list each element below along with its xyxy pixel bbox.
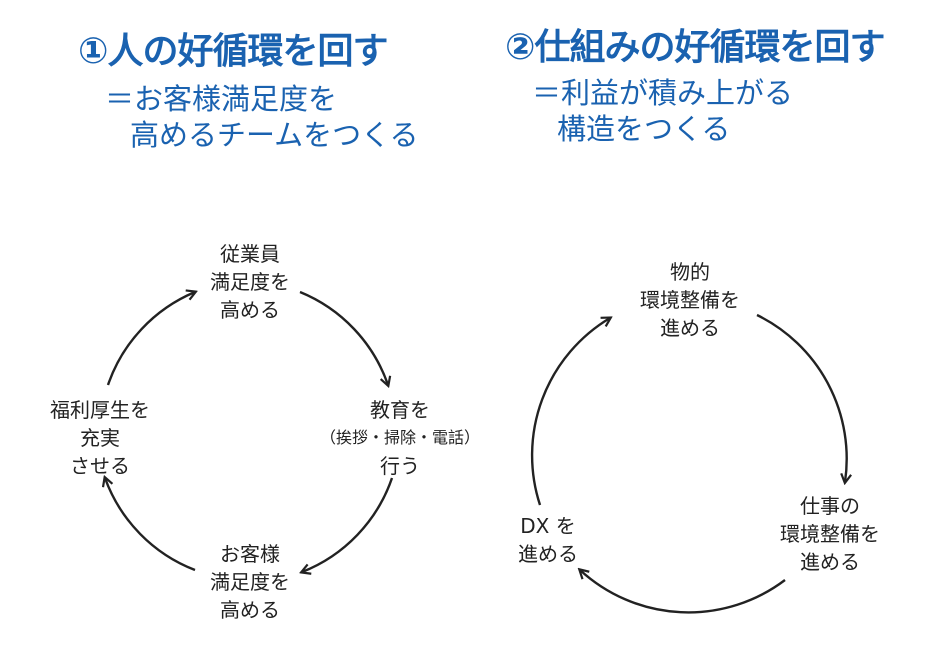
node-welfare: 福利厚生を充実させる [50, 398, 150, 478]
node-physical-environment: 物的環境整備を進める [640, 260, 740, 340]
left-arrow-bottom-left [105, 478, 196, 572]
right-arrow-right-left [580, 570, 786, 614]
left-arrow-top-right [299, 290, 388, 385]
left-cycle-subtitle-1: ＝お客様満足度を [105, 82, 338, 116]
node-customer-satisfaction: お客様満足度を高める [210, 542, 290, 622]
right-cycle-subtitle-1: ＝利益が積み上がる [532, 76, 794, 110]
node-dx: DX を進める [518, 514, 578, 566]
left-arrow-left-top [106, 292, 195, 386]
right-arrow-left-top [530, 318, 610, 506]
left-arrow-right-bottom [302, 477, 394, 572]
right-cycle-subtitle-2: 構造をつくる [557, 112, 731, 146]
left-cycle-title: ①人の好循環を回す [78, 31, 388, 72]
right-cycle-title: ②仕組みの好循環を回す [505, 27, 885, 68]
left-cycle-subtitle-2: 高めるチームをつくる [130, 118, 419, 152]
node-education: 教育を（挨拶・掃除・電話）行う [319, 398, 481, 478]
right-arrow-top-right [756, 313, 847, 482]
node-work-environment: 仕事の環境整備を進める [780, 494, 880, 574]
node-employee-satisfaction: 従業員満足度を高める [210, 242, 290, 322]
